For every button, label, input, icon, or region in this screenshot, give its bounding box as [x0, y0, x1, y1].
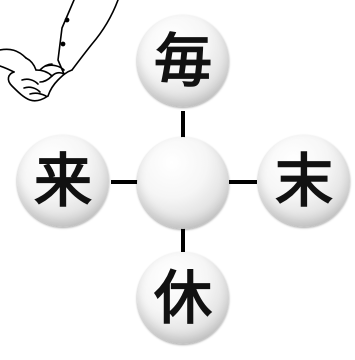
kanji-right: 末: [275, 152, 333, 210]
kanji-bottom: 休: [154, 269, 212, 327]
connector-bottom: [181, 226, 185, 252]
kanji-left: 来: [34, 152, 92, 210]
bubble-top: 毎: [137, 15, 229, 107]
folded-hands-icon: [0, 0, 120, 108]
connector-right: [229, 180, 257, 184]
bubble-left: 来: [17, 135, 109, 227]
kanji-top: 毎: [154, 32, 212, 90]
bubble-bottom: 休: [137, 252, 229, 344]
bubble-right: 末: [258, 135, 350, 227]
bubble-center-blank[interactable]: [137, 137, 229, 229]
connector-left: [111, 180, 139, 184]
